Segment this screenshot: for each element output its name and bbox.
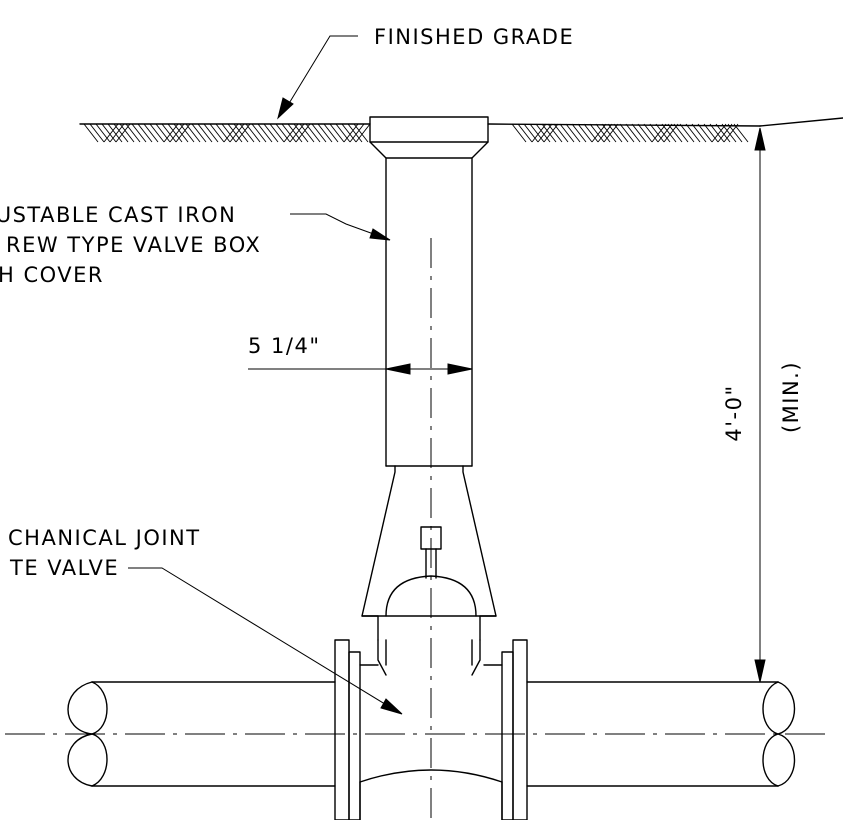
depth-dimension-label: 4'-0" xyxy=(722,384,746,441)
gate-valve xyxy=(334,526,528,820)
width-dimension-label: 5 1/4" xyxy=(248,334,321,358)
water-main-pipe xyxy=(67,681,796,787)
valve-box-label-line-3: H COVER xyxy=(0,263,104,287)
right-outer-flange xyxy=(512,639,528,820)
gate-valve-callout: CHANICAL JOINT TE VALVE xyxy=(8,526,403,715)
depth-minimum-note: (MIN.) xyxy=(779,361,803,433)
depth-dimension: 4'-0" (MIN.) xyxy=(722,127,803,683)
gate-valve-label-line-2: TE VALVE xyxy=(9,556,119,580)
soil-hatch-left xyxy=(83,123,371,143)
gate-valve-label-line-1: CHANICAL JOINT xyxy=(8,526,201,550)
valve-box xyxy=(361,116,497,641)
soil-hatch-right xyxy=(511,123,749,143)
finished-grade-ground xyxy=(79,117,843,143)
valve-box-label-line-1: JUSTABLE CAST IRON xyxy=(0,203,236,227)
finished-grade-label: FINISHED GRADE xyxy=(374,25,574,49)
finished-grade-callout: FINISHED GRADE xyxy=(277,25,574,120)
right-inner-flange xyxy=(501,651,514,820)
left-outer-flange xyxy=(334,639,350,820)
width-dimension: 5 1/4" xyxy=(248,334,473,375)
left-inner-flange xyxy=(348,651,361,820)
valve-box-label-line-2: REW TYPE VALVE BOX xyxy=(6,233,261,257)
valve-box-callout: JUSTABLE CAST IRON REW TYPE VALVE BOX H … xyxy=(0,203,391,287)
